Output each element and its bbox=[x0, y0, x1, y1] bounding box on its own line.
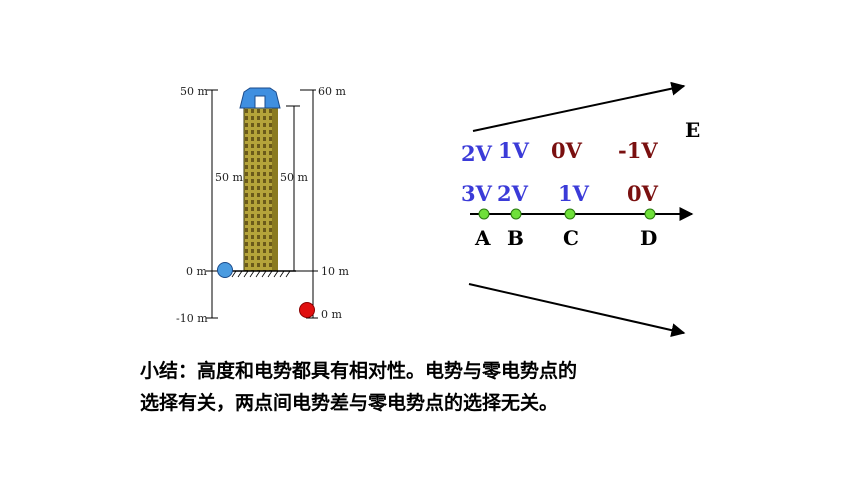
field-label-e: E bbox=[685, 118, 700, 142]
blue-ball bbox=[217, 262, 233, 278]
row1-potential-c: 0V bbox=[551, 138, 583, 163]
point-label-b: B bbox=[507, 226, 524, 250]
row2-potential-d: 0V bbox=[627, 181, 659, 206]
left-label-mid: 50 m bbox=[215, 171, 243, 184]
summary-line-2: 选择有关，两点间电势差与零电势点的选择无关。 bbox=[140, 392, 559, 414]
right-label-top: 60 m bbox=[318, 85, 346, 98]
summary-line-1: 小结：高度和电势都具有相对性。电势与零电势点的 bbox=[140, 360, 578, 382]
field-line-bottom bbox=[468, 283, 686, 338]
red-ball bbox=[299, 302, 315, 318]
point-d bbox=[644, 208, 656, 220]
row1-potential-a: 2V bbox=[461, 141, 493, 166]
left-label-zero: 0 m bbox=[186, 265, 207, 278]
row2-potential-a: 3V bbox=[461, 181, 493, 206]
point-label-c: C bbox=[563, 226, 579, 250]
left-label-top: 50 m bbox=[180, 85, 208, 98]
row2-potential-c: 1V bbox=[558, 181, 590, 206]
right-label-ten: 10 m bbox=[321, 265, 349, 278]
ground-hatching bbox=[231, 270, 291, 278]
field-line-top bbox=[472, 81, 686, 132]
right-label-zero: 0 m bbox=[321, 308, 342, 321]
right-label-mid: 50 m bbox=[280, 171, 308, 184]
point-label-d: D bbox=[640, 226, 657, 250]
row1-potential-d: -1V bbox=[618, 138, 658, 163]
point-c bbox=[564, 208, 576, 220]
roof-window bbox=[254, 95, 266, 109]
building-figure: 50 m 50 m 0 m -10 m 60 m 50 m 10 m 0 m bbox=[176, 85, 349, 325]
field-figure: E 2V 1V 0V -1V 3V 2V 1V 0V A B C D bbox=[461, 81, 700, 338]
point-a bbox=[478, 208, 490, 220]
point-label-a: A bbox=[474, 226, 491, 250]
point-b bbox=[510, 208, 522, 220]
building-side bbox=[272, 106, 278, 271]
row1-potential-b: 1V bbox=[498, 138, 530, 163]
row2-potential-b: 2V bbox=[497, 181, 529, 206]
left-label-bottom: -10 m bbox=[176, 312, 208, 325]
building-body bbox=[243, 105, 277, 272]
